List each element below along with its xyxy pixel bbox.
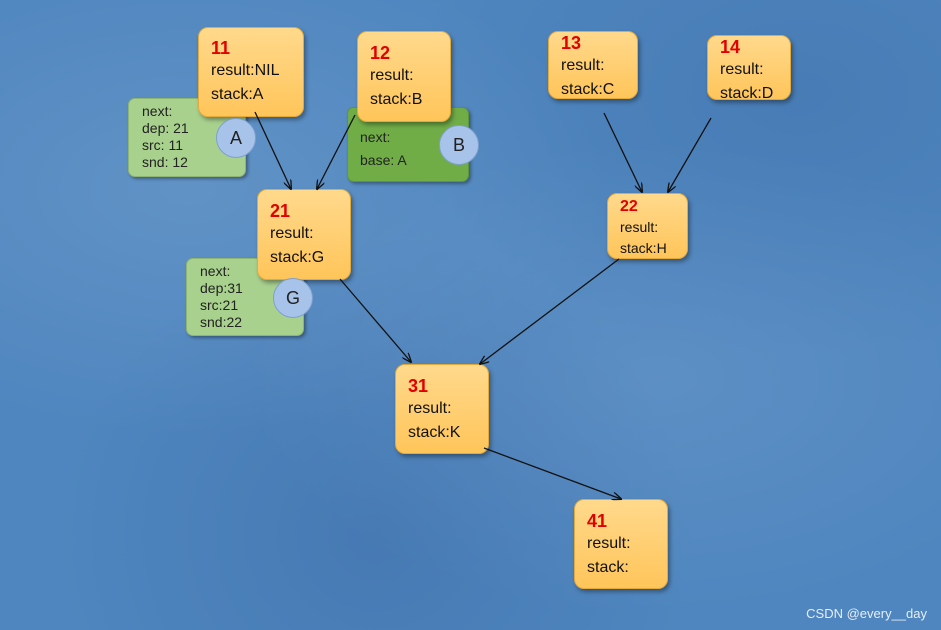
node-41: 41 result: stack: xyxy=(574,499,668,589)
node-result: result: xyxy=(370,67,414,84)
node-stack: stack:H xyxy=(620,240,667,256)
node-result: result: xyxy=(561,57,605,74)
node-id: 14 xyxy=(720,37,741,57)
node-id: 31 xyxy=(408,376,429,396)
node-result: result: xyxy=(270,225,314,242)
edge-21-to-31 xyxy=(339,278,411,362)
node-result: result: xyxy=(408,400,452,417)
node-14: 14 result: stack:D xyxy=(707,35,791,102)
node-22: 22 result: stack:H xyxy=(607,193,688,259)
card-g-line: next: xyxy=(200,263,231,279)
node-id: 11 xyxy=(211,38,231,58)
node-stack: stack:D xyxy=(720,85,774,102)
badge-a: A xyxy=(216,118,256,158)
node-id: 12 xyxy=(370,43,391,63)
node-31: 31 result: stack:K xyxy=(395,364,489,454)
node-12: 12 result: stack:B xyxy=(357,31,451,122)
node-result: result: xyxy=(587,535,631,552)
node-stack: stack:B xyxy=(370,91,423,108)
node-stack: stack:A xyxy=(211,86,264,103)
card-b-line: next: xyxy=(360,129,391,145)
edge-22-to-31 xyxy=(480,258,620,364)
card-g-line: src:21 xyxy=(200,297,239,313)
edge-13-to-22 xyxy=(603,112,642,192)
card-a-line: next: xyxy=(142,103,173,119)
badge-g: G xyxy=(273,278,313,318)
card-a-line: snd: 12 xyxy=(142,154,188,170)
node-stack: stack:G xyxy=(270,249,325,266)
node-result: result: xyxy=(720,61,764,78)
edge-11-to-21 xyxy=(254,111,291,189)
node-id: 13 xyxy=(561,33,582,53)
node-21: 21 result: stack:G xyxy=(257,189,351,280)
node-result: result: xyxy=(620,219,659,235)
card-b-line: base: A xyxy=(360,152,407,168)
node-id: 41 xyxy=(587,511,608,531)
node-stack: stack:C xyxy=(561,81,615,98)
card-g-line: dep:31 xyxy=(200,280,243,296)
edge-31-to-41 xyxy=(483,447,621,499)
card-a-line: dep: 21 xyxy=(142,120,189,136)
node-result: result:NIL xyxy=(211,62,280,79)
card-g-line: snd:22 xyxy=(200,314,243,330)
watermark: CSDN @every__day xyxy=(806,606,927,621)
node-id: 21 xyxy=(270,201,291,221)
node-id: 22 xyxy=(620,198,638,215)
node-13: 13 result: stack:C xyxy=(548,31,638,99)
card-a-line: src: 11 xyxy=(142,137,183,153)
badge-b: B xyxy=(439,125,479,165)
node-stack: stack: xyxy=(587,559,629,576)
node-stack: stack:K xyxy=(408,424,461,441)
node-11: 11 result:NIL stack:A xyxy=(198,27,304,117)
edge-14-to-22 xyxy=(668,117,712,192)
